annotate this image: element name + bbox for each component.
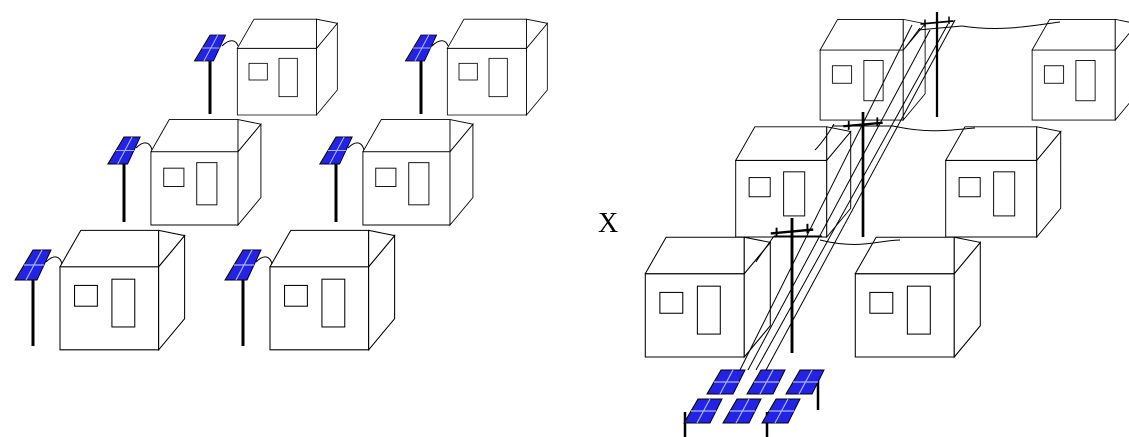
solar-panel-icon (193, 34, 239, 114)
versus-label: X (598, 208, 619, 239)
house-icon (362, 119, 474, 226)
house-icon (150, 119, 262, 226)
house-icon (269, 229, 396, 351)
house-icon (236, 18, 338, 116)
left-scene (14, 18, 548, 351)
house-icon (644, 236, 771, 358)
solar-panel-icon (107, 136, 153, 222)
solar-panel-icon (14, 249, 63, 346)
house-icon (1031, 18, 1129, 121)
solar-panel-icon (224, 249, 273, 346)
house-icon (446, 18, 548, 116)
solar-panel-icon (319, 136, 365, 222)
distribution-lines (739, 19, 1061, 371)
right-scene (644, 10, 1129, 437)
house-icon (59, 229, 186, 351)
house-icon (945, 126, 1062, 238)
panel-array-icon (683, 369, 825, 437)
house-icon (854, 236, 981, 358)
solar-panel-icon (404, 34, 449, 114)
